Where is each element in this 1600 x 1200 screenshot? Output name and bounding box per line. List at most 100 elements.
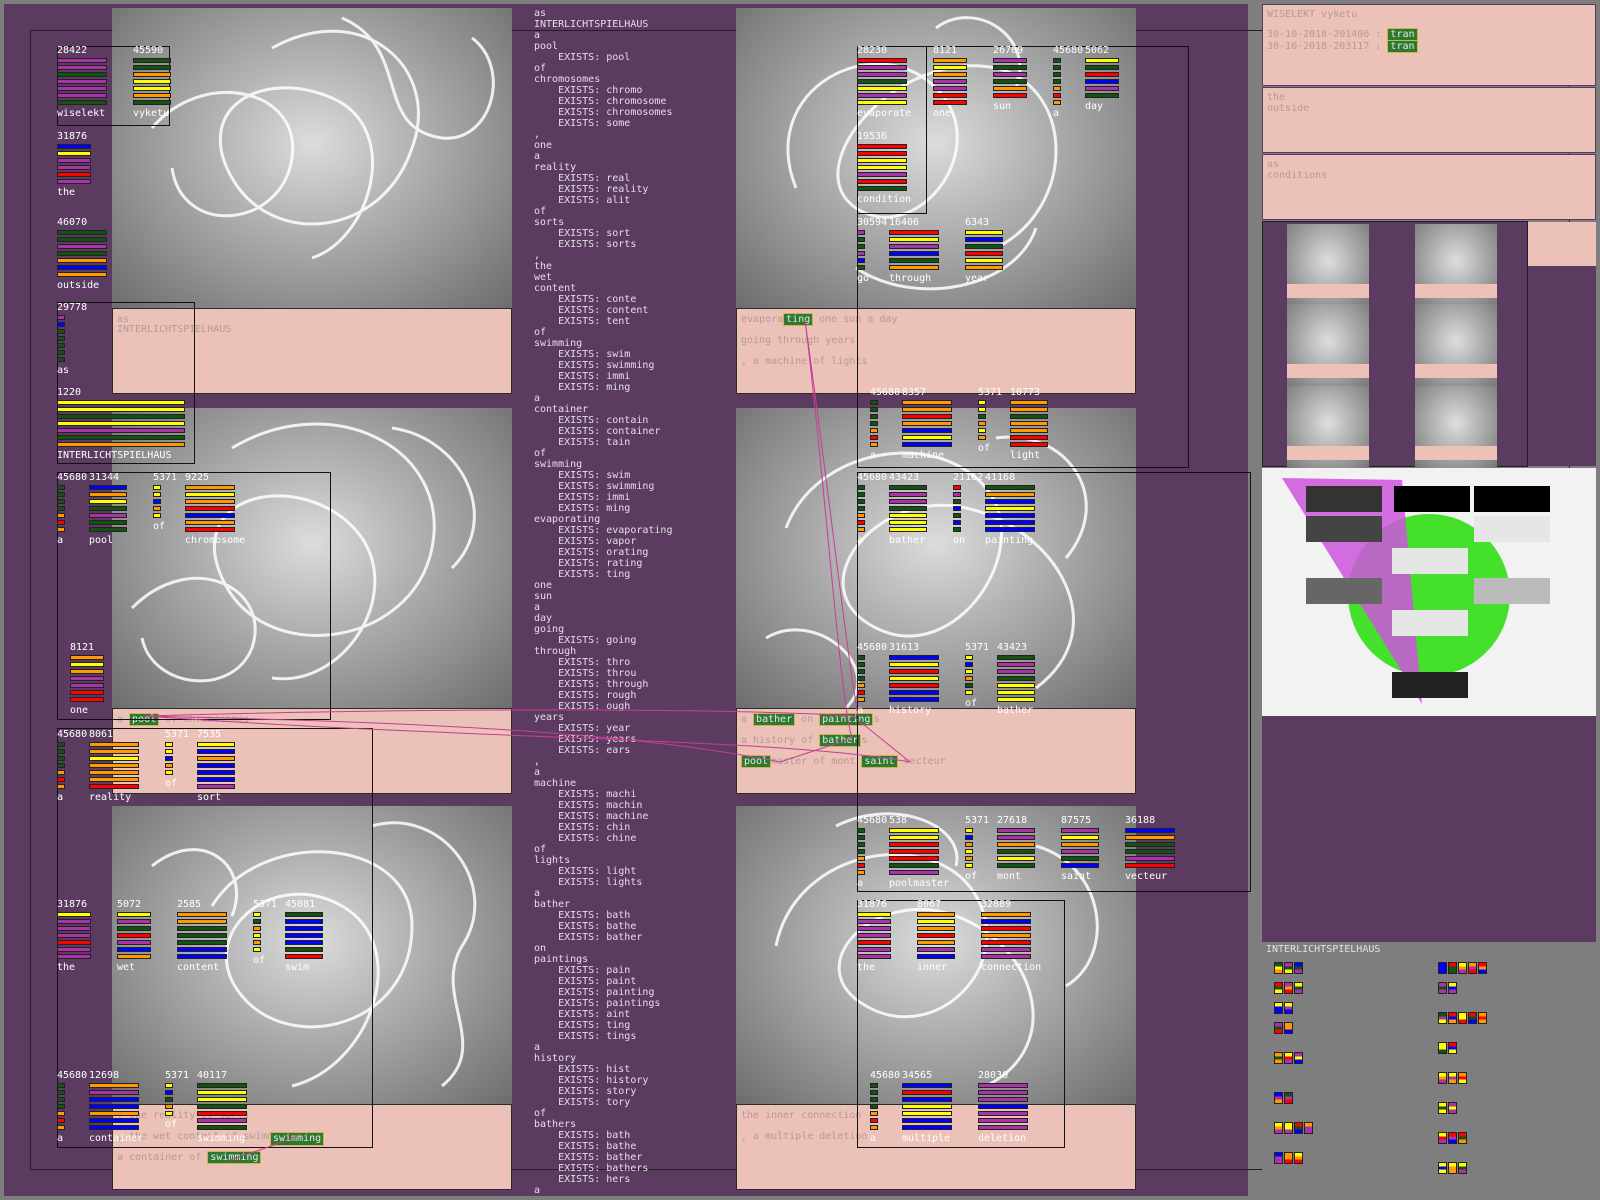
mini-bar (1284, 982, 1293, 994)
word-color-bars (165, 742, 173, 777)
mini-bar (1478, 962, 1487, 974)
word-label: day (1085, 101, 1104, 112)
word-color-bars (953, 485, 961, 534)
word-label: one (70, 705, 89, 716)
color-bar (57, 954, 91, 959)
word-color-bars (57, 912, 91, 961)
highlight-word-bather[interactable]: bather (753, 713, 796, 726)
word-color-bars (57, 742, 65, 791)
word-color-bars (57, 1083, 65, 1132)
color-bar (889, 828, 939, 833)
word-label: a (857, 705, 864, 716)
word-color-bars (57, 400, 185, 449)
word-label: saint (1061, 871, 1092, 882)
highlight-word-swimming[interactable]: swimming (207, 1151, 262, 1164)
tran-tag[interactable]: tran (1387, 28, 1418, 41)
color-bar (889, 237, 939, 242)
mini-bar (1304, 1122, 1313, 1134)
color-bar (889, 856, 939, 861)
word-count-label: 8067 (917, 899, 942, 910)
color-bar (857, 485, 865, 490)
word-label: bather (997, 705, 1034, 716)
color-bar (1125, 863, 1175, 868)
word-count-label: 43423 (997, 642, 1028, 653)
word-label: go (857, 273, 870, 284)
color-bar (933, 72, 967, 77)
color-bar (981, 947, 1031, 952)
color-bar (57, 1090, 65, 1095)
word-label: a (857, 878, 864, 889)
color-bar (153, 506, 161, 511)
highlight-word-pool[interactable]: pool (741, 755, 772, 768)
color-bar (965, 655, 973, 660)
word-color-bars (1085, 58, 1119, 100)
word-label: a (870, 1133, 877, 1144)
color-bar (902, 1083, 952, 1088)
color-bar (165, 756, 173, 761)
word-count-label: 5371 (165, 1070, 190, 1081)
color-bar (965, 863, 973, 868)
color-bar (1061, 835, 1099, 840)
color-bar (997, 662, 1035, 667)
word-label: reality (89, 792, 132, 803)
word-count-label: 40117 (197, 1070, 228, 1081)
color-bar (857, 258, 865, 263)
mini-bar (1284, 962, 1293, 974)
word-count-label: 16406 (889, 217, 920, 228)
color-bar (993, 72, 1027, 77)
color-bar (185, 513, 235, 518)
word-label: light (1010, 450, 1041, 461)
word-color-bars (177, 912, 227, 961)
color-bar (857, 499, 865, 504)
color-bar (57, 1097, 65, 1102)
color-bar (857, 954, 891, 959)
word-label: evaporate (857, 108, 912, 119)
color-bar (197, 1111, 247, 1116)
color-bar (997, 676, 1035, 681)
color-bar (857, 863, 865, 868)
color-bar (165, 1090, 173, 1095)
color-bar (965, 842, 973, 847)
color-bar (857, 655, 865, 660)
color-bar (889, 835, 939, 840)
word-count-label: 7535 (197, 729, 222, 740)
group-frame (57, 302, 195, 464)
color-bar (89, 756, 139, 761)
light-rect (1392, 548, 1468, 574)
color-bar (917, 933, 955, 938)
color-bar (57, 442, 185, 447)
word-count-label: 45680 (857, 472, 888, 483)
color-bar (253, 919, 261, 924)
word-count-label: 45680 (870, 1070, 901, 1081)
color-bar (870, 428, 878, 433)
thumbnail-caption (1415, 446, 1497, 460)
word-count-label: 45680 (57, 472, 88, 483)
word-count-label: 36188 (1125, 815, 1156, 826)
color-bar (165, 749, 173, 754)
tran-tag[interactable]: tran (1387, 40, 1418, 53)
color-bar (89, 1090, 139, 1095)
color-bar (870, 442, 878, 447)
light-rect (1392, 610, 1468, 636)
color-bar (57, 947, 91, 952)
color-bar (197, 763, 235, 768)
highlight-word-ting[interactable]: ting (783, 313, 814, 326)
mini-bar (1274, 1122, 1283, 1134)
color-bar (117, 919, 151, 924)
color-bar (985, 485, 1035, 490)
color-bar (57, 251, 107, 256)
color-bar (978, 1104, 1028, 1109)
caption-text: vecteur (897, 756, 946, 767)
word-color-bars (889, 828, 939, 877)
word-color-bars (993, 58, 1027, 100)
word-count-label: 30594 (857, 217, 888, 228)
color-bar (889, 265, 939, 270)
color-bar (985, 513, 1035, 518)
group-frame (857, 900, 1065, 1148)
color-bar (197, 770, 235, 775)
color-bar (57, 350, 65, 355)
mini-bar (1468, 962, 1477, 974)
highlight-word-bather[interactable]: bather (819, 734, 862, 747)
sidebar-bottom-title: INTERLICHTSPIELHAUS (1266, 944, 1381, 955)
color-bar (1053, 58, 1061, 63)
